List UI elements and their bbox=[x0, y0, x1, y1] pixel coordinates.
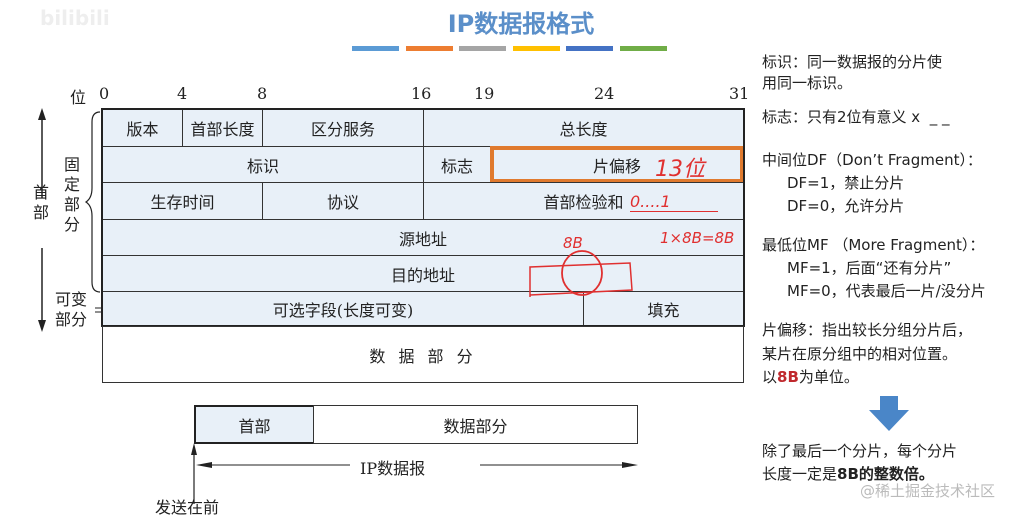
bit-24: 24 bbox=[594, 84, 615, 103]
title-underline-segment bbox=[459, 46, 506, 51]
title-underline-segment bbox=[405, 46, 453, 51]
handwriting-sketch bbox=[529, 250, 633, 297]
note-mf0: MF=0，代表最后一片/没分片 bbox=[787, 282, 986, 300]
field-checksum: 首部检验和 bbox=[423, 182, 744, 220]
bit-label: 位 bbox=[70, 88, 87, 107]
field-flags: 标志 bbox=[423, 146, 491, 183]
bit-19: 19 bbox=[474, 84, 495, 103]
handwriting-13-bits: 13位 bbox=[655, 157, 705, 182]
note-conclusion-2a: 长度一定是 bbox=[762, 465, 838, 483]
header-label: 首部 bbox=[33, 183, 50, 222]
field-header-length: 首部长度 bbox=[182, 109, 263, 147]
field-diff-services: 区分服务 bbox=[262, 109, 424, 147]
note-fo-3: 以8B为单位。 bbox=[762, 367, 859, 387]
header-arrow bbox=[38, 108, 104, 332]
datagram-label: IP数据报 bbox=[360, 459, 426, 478]
bit-8: 8 bbox=[257, 84, 268, 103]
note-mf-title: 最低位MF （More Fragment）： bbox=[762, 236, 985, 254]
field-destination-address: 目的地址 bbox=[102, 255, 744, 292]
note-fo-3a: 以 bbox=[762, 368, 778, 386]
bottom-data: 数据部分 bbox=[313, 405, 638, 444]
variable-part-label: 可变部分 bbox=[55, 290, 88, 329]
field-ttl: 生存时间 bbox=[102, 182, 263, 220]
note-df0: DF=0，允许分片 bbox=[787, 197, 905, 215]
send-first-label: 发送在前 bbox=[155, 498, 220, 517]
handwriting-unit: 1×8B=8B bbox=[660, 229, 735, 247]
field-options: 可选字段(长度可变) bbox=[102, 291, 584, 327]
logo: bilibili bbox=[40, 6, 110, 30]
watermark: @稀土掘金技术社区 bbox=[860, 482, 996, 500]
note-id-1: 标识：同一数据报的分片使 bbox=[762, 53, 943, 71]
bit-0: 0 bbox=[99, 84, 110, 103]
title-underline-segment bbox=[352, 46, 399, 51]
note-conclusion-2: 长度一定是8B的整数倍。 bbox=[762, 464, 934, 484]
title-underline-segment bbox=[512, 46, 560, 51]
note-df-title: 中间位DF（Don’t Fragment）： bbox=[762, 151, 982, 169]
datagram-arrow bbox=[191, 443, 638, 504]
title-underline-segment bbox=[619, 46, 667, 51]
bit-4: 4 bbox=[177, 84, 188, 103]
note-df1: DF=1，禁止分片 bbox=[787, 174, 905, 192]
down-arrow-icon bbox=[869, 396, 909, 431]
note-8b-multiple: 8B的整数倍。 bbox=[837, 465, 934, 483]
bit-31: 31 bbox=[729, 84, 750, 103]
note-mf1: MF=1，后面“还有分片” bbox=[787, 259, 952, 277]
field-version: 版本 bbox=[102, 109, 183, 147]
field-total-length: 总长度 bbox=[423, 109, 744, 147]
handwriting-checksum: 0....1 bbox=[630, 192, 718, 212]
note-id-2: 用同一标识。 bbox=[762, 74, 853, 92]
note-conclusion-1: 除了最后一个分片，每个分片 bbox=[762, 442, 958, 460]
field-data: 数 据 部 分 bbox=[102, 326, 744, 383]
note-fo-3c: 为单位。 bbox=[798, 368, 859, 386]
field-source-address: 源地址 bbox=[102, 219, 744, 256]
field-fragment-offset: 片偏移 bbox=[490, 146, 744, 183]
fixed-part-label: 固定部分 bbox=[64, 155, 81, 234]
title-underline-segment bbox=[566, 46, 613, 51]
note-8b-unit: 8B bbox=[777, 368, 799, 386]
field-protocol: 协议 bbox=[262, 182, 424, 220]
field-identification: 标识 bbox=[102, 146, 424, 183]
note-fo-2: 某片在原分组中的相对位置。 bbox=[762, 345, 958, 363]
note-flag: 标志：只有2位有意义 x _ _ bbox=[762, 108, 950, 126]
bottom-header: 首部 bbox=[194, 405, 315, 444]
handwriting-8b: 8B bbox=[563, 234, 583, 252]
bit-16: 16 bbox=[411, 84, 432, 103]
note-fo-1: 片偏移：指出较长分组分片后， bbox=[762, 321, 973, 339]
page-title: IP数据报格式 bbox=[447, 10, 595, 38]
